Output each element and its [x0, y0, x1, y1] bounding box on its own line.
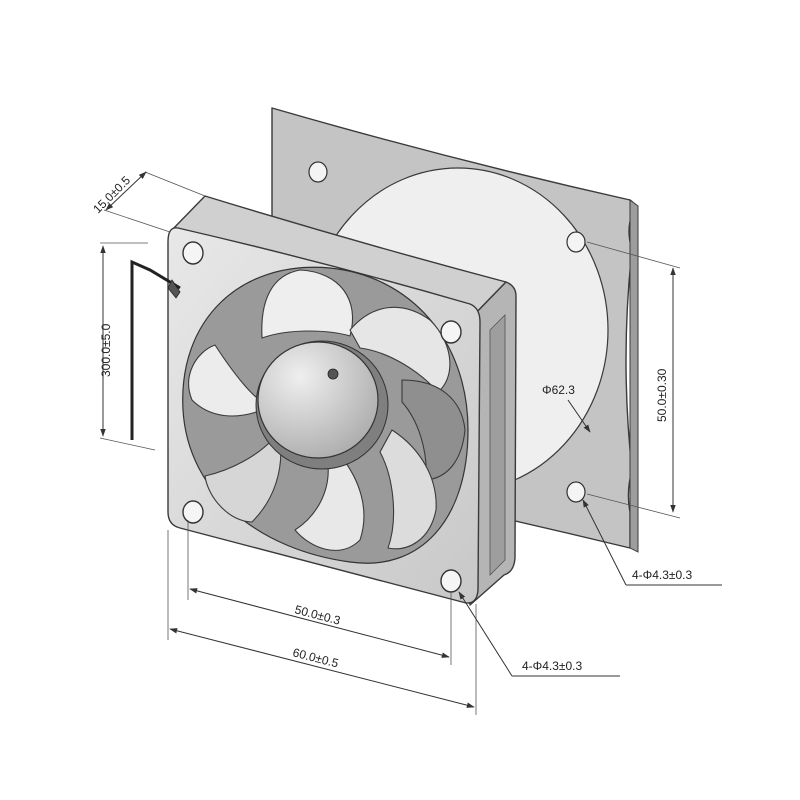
fan-cable: [130, 259, 181, 440]
dimension-label-hole-pitch-bottom: 50.0±0.3: [293, 602, 342, 627]
leader-guard-diameter: Φ62.3: [542, 383, 591, 433]
dimension-label-thickness: 15.0±0.5: [90, 173, 133, 216]
dimension-hole-pitch-side: 50.0±0.30: [586, 241, 681, 519]
fan-frame-side: [169, 195, 517, 606]
frame-mounting-holes: [182, 241, 462, 593]
dimension-cable-length: 300.0±5.0: [99, 242, 156, 451]
dimension-label-hole-spec-front: 4-Φ4.3±0.3: [522, 659, 583, 673]
leader-hole-spec-front: 4-Φ4.3±0.3: [458, 591, 620, 677]
dimension-label-guard-diameter: Φ62.3: [542, 383, 575, 397]
fan-hub: [255, 340, 389, 470]
leader-hole-spec-back: 4-Φ4.3±0.3: [582, 499, 722, 586]
dimension-label-hole-spec-back: 4-Φ4.3±0.3: [632, 568, 693, 582]
dimension-label-hole-pitch-side: 50.0±0.30: [655, 368, 669, 422]
dimension-label-cable-length: 300.0±5.0: [99, 323, 113, 377]
fan-blades: [188, 269, 466, 551]
plate-mounting-holes: [308, 161, 586, 503]
